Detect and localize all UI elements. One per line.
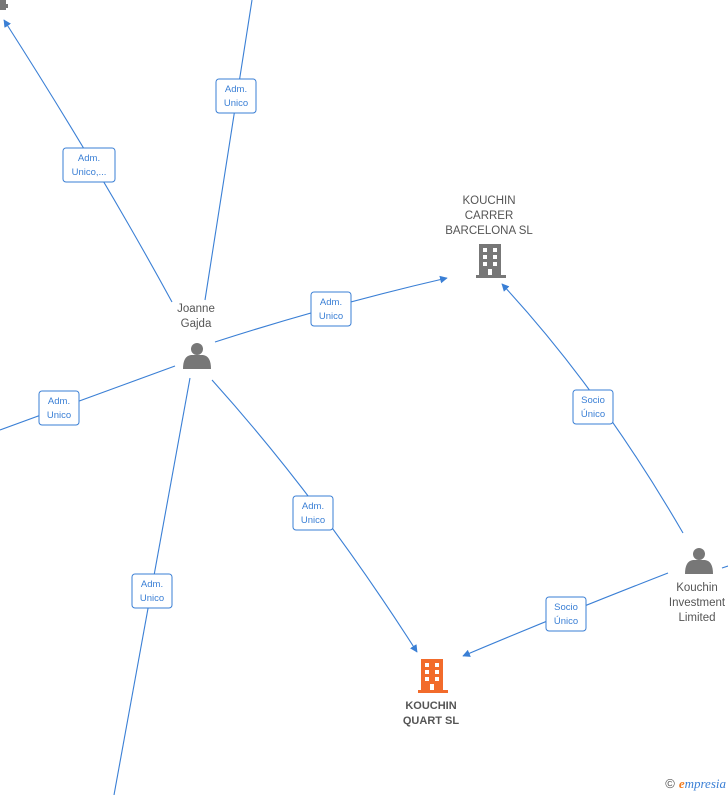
edge-label-e3[interactable]: Adm. Unico xyxy=(310,291,352,327)
building-icon xyxy=(476,244,506,278)
edge-joanne-top[interactable] xyxy=(204,0,253,301)
node-investment-line1: Kouchin xyxy=(676,582,718,594)
empresia-watermark[interactable]: ©empresia xyxy=(665,776,726,792)
node-investment-line2: Investment xyxy=(669,597,726,609)
node-carrer-line1: KOUCHIN xyxy=(462,195,515,207)
node-joanne-line1: Joanne xyxy=(177,303,215,315)
edge-label-e7-line1: Socio xyxy=(581,395,605,406)
edge-label-e4-line1: Adm. xyxy=(48,396,70,407)
edge-label-e1-line1: Adm. xyxy=(78,153,100,164)
edge-label-e4[interactable]: Adm. Unico xyxy=(38,390,80,426)
edge-label-e2-line1: Adm. xyxy=(225,84,247,95)
edge-label-e5-line1: Adm. xyxy=(302,501,324,512)
edge-label-e7-line2: Único xyxy=(581,409,605,420)
node-carrer-line3: BARCELONA SL xyxy=(445,225,533,237)
edge-label-e1-line2: Unico,... xyxy=(72,167,107,178)
node-kouchin-investment[interactable]: Kouchin Investment Limited xyxy=(669,548,726,624)
edge-label-e4-line2: Unico xyxy=(47,410,71,421)
edge-label-e5[interactable]: Adm. Unico xyxy=(292,495,334,531)
edge-label-e8[interactable]: Socio Único xyxy=(545,596,587,632)
building-icon xyxy=(418,659,448,693)
person-icon xyxy=(685,548,713,574)
edge-label-e3-line2: Unico xyxy=(319,311,343,322)
edge-label-e8-line1: Socio xyxy=(554,602,578,613)
node-quart-line1: KOUCHIN xyxy=(405,700,456,712)
brand-rest: mpresia xyxy=(684,776,726,791)
edge-label-e6[interactable]: Adm. Unico xyxy=(131,573,173,609)
edge-label-e2[interactable]: Adm. Unico xyxy=(215,78,257,114)
edge-investment-right[interactable] xyxy=(721,565,728,569)
person-icon xyxy=(183,343,211,369)
node-carrer-line2: CARRER xyxy=(465,210,514,222)
copyright-symbol: © xyxy=(665,776,675,791)
edge-label-e3-line1: Adm. xyxy=(320,297,342,308)
node-quart-line2: QUART SL xyxy=(403,715,460,727)
node-joanne-gajda[interactable]: Joanne Gajda xyxy=(177,303,215,369)
node-kouchin-quart[interactable]: KOUCHIN QUART SL xyxy=(403,659,460,727)
edge-label-e8-line2: Único xyxy=(554,616,578,627)
node-kouchin-carrer-barcelona[interactable]: KOUCHIN CARRER BARCELONA SL xyxy=(445,195,533,278)
edge-labels: Adm. Unico,... Adm. Unico Adm. Unico Adm… xyxy=(38,78,614,632)
node-joanne-line2: Gajda xyxy=(181,318,212,330)
edge-label-e1[interactable]: Adm. Unico,... xyxy=(62,147,116,183)
edge-label-e2-line2: Unico xyxy=(224,98,248,109)
edge-label-e6-line2: Unico xyxy=(140,593,164,604)
edge-label-e5-line2: Unico xyxy=(301,515,325,526)
node-investment-line3: Limited xyxy=(678,612,715,624)
edge-joanne-left[interactable] xyxy=(0,365,176,431)
building-icon[interactable] xyxy=(0,0,8,10)
edge-label-e6-line1: Adm. xyxy=(141,579,163,590)
brand-e: e xyxy=(678,776,685,791)
edge-label-e7[interactable]: Socio Único xyxy=(572,389,614,425)
